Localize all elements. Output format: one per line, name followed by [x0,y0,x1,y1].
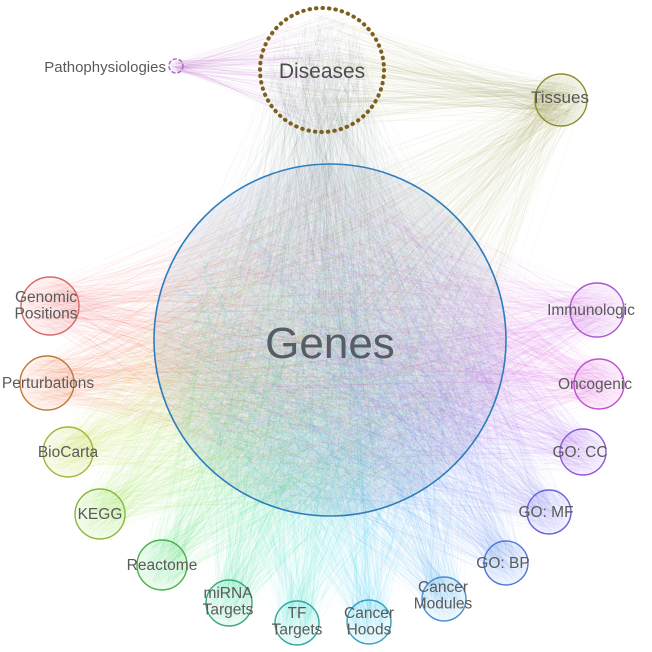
label-oncogenic: Oncogenic [558,376,632,393]
edges-tissues-diseases [265,11,584,128]
edges-biocarta-genes [46,177,495,500]
node-cancer_hoods[interactable] [346,599,392,645]
label-perturbations: Perturbations [2,375,94,392]
edges-cancer_hoods-genes [164,176,496,642]
node-go_mf[interactable] [526,489,572,535]
node-fills [20,8,624,645]
node-immunologic[interactable] [569,282,625,338]
node-fill-cancer_modules [422,577,466,621]
label-immunologic: Immunologic [547,302,635,319]
node-genomic_positions[interactable] [20,276,80,336]
label-reactome: Reactome [127,557,198,574]
edges-genomic_positions-genes [24,174,494,500]
node-fill-kegg [75,489,125,539]
edges-kegg-genes [78,174,490,537]
edge-bundles [23,11,622,642]
edges-cancer_modules-genes [160,176,493,619]
node-perturbations[interactable] [19,355,75,411]
label-diseases: Diseases [279,60,365,83]
edges-perturbations-genes [23,177,499,503]
edges-pathophysiologies-diseases [170,14,372,130]
label-genes: Genes [265,319,395,368]
node-tf_targets[interactable] [274,600,320,646]
label-tissues: Tissues [531,88,589,107]
node-fill-go_mf [527,490,571,534]
node-kegg[interactable] [74,488,126,540]
node-fill-pathophysiologies [169,59,183,73]
node-diseases[interactable] [258,6,386,134]
label-kegg: KEGG [78,506,123,523]
node-oncogenic[interactable] [573,358,625,410]
node-mirna_targets[interactable] [205,579,253,627]
node-fill-biocarta [43,427,93,477]
node-fill-immunologic [570,283,624,337]
edges-oncogenic-genes [167,175,621,509]
node-fill-cancer_hoods [347,600,391,644]
node-fill-tissues [535,74,587,126]
node-fill-diseases [260,8,384,132]
label-go_cc: GO: CC [552,444,607,461]
node-fill-tf_targets [275,601,319,645]
node-fill-genes [154,164,506,516]
node-fill-go_cc [560,429,606,475]
node-tissues[interactable] [534,73,588,127]
node-fill-perturbations [20,356,74,410]
edges-go_mf-genes [164,181,568,532]
edges-reactome-genes [139,176,499,585]
label-pathophysiologies: Pathophysiologies [44,59,166,76]
edges-tissues-genes [163,76,584,501]
label-go_mf: GO: MF [518,504,573,521]
label-go_bp: GO: BP [476,555,529,572]
node-rings [19,6,625,646]
node-genes[interactable] [153,163,507,517]
node-fill-go_bp [484,541,528,585]
node-cancer_modules[interactable] [421,576,467,622]
node-fill-mirna_targets [206,580,252,626]
edges-tf_targets-genes [181,175,492,642]
edges-go_cc-genes [164,177,604,503]
label-biocarta: BioCarta [38,444,99,461]
edges-immunologic-genes [165,180,622,507]
node-biocarta[interactable] [42,426,94,478]
node-reactome[interactable] [136,539,188,591]
node-go_bp[interactable] [483,540,529,586]
edges-go_bp-genes [163,190,525,583]
node-fill-oncogenic [574,359,624,409]
node-pathophysiologies[interactable] [168,58,184,74]
node-fill-genomic_positions [21,277,79,335]
node-go_cc[interactable] [559,428,607,476]
node-labels: Genes Diseases PathophysiologiesTissuesGen… [2,59,635,639]
node-fill-reactome [137,540,187,590]
edges-mirna_targets-genes [166,174,494,624]
